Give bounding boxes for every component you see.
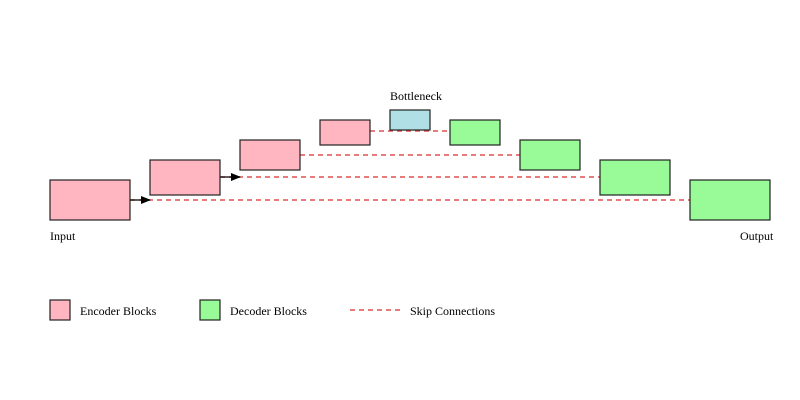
legend-decoder-swatch: [199, 299, 221, 321]
encoder-block-1: [49, 179, 131, 221]
flow-arrows: [130, 173, 241, 204]
decoder-block-1: [449, 119, 501, 146]
encoder-block-4: [319, 119, 371, 146]
output-label: Output: [740, 229, 774, 243]
skip-connections: [130, 130, 690, 201]
bottleneck-block: [389, 109, 431, 131]
decoder-block-4: [689, 179, 771, 221]
legend: Encoder Blocks Decoder Blocks Skip Conne…: [49, 299, 495, 321]
legend-encoder-label: Encoder Blocks: [80, 304, 157, 318]
encoder-block-2: [149, 159, 221, 196]
encoder-block-3: [239, 139, 301, 171]
legend-decoder-label: Decoder Blocks: [230, 304, 307, 318]
encoder-blocks: [49, 119, 371, 221]
bottleneck-label: Bottleneck: [390, 89, 442, 103]
decoder-block-2: [519, 139, 581, 171]
decoder-block-3: [599, 159, 671, 196]
decoder-blocks: [449, 119, 771, 221]
input-label: Input: [50, 229, 76, 243]
legend-encoder-swatch: [49, 299, 71, 321]
legend-skip-label: Skip Connections: [410, 304, 495, 318]
